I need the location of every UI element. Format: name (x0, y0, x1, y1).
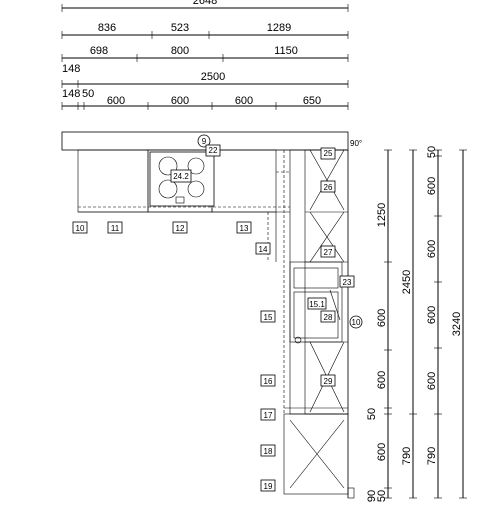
wall-label-25: 25 (324, 149, 333, 158)
cabinet-bottom-right (283, 413, 349, 495)
dim-row5-4: 600 (235, 95, 253, 107)
dim-col3-2: 600 (426, 240, 438, 258)
cabinet-label-15: 15 (264, 313, 273, 322)
marker-circle-9 (197, 134, 211, 148)
dim-col4-0: 3240 (451, 312, 463, 336)
dim-col2-0: 2450 (401, 270, 413, 294)
dim-col1-4: 600 (376, 443, 388, 461)
dim-row2-0: 836 (98, 22, 116, 34)
dim-row3-1: 800 (171, 45, 189, 57)
dim-row2-1: 523 (171, 22, 189, 34)
burner-2-icon (187, 157, 205, 175)
dim-row3-2: 1150 (274, 45, 298, 57)
knob-icon (294, 336, 302, 344)
dim-row4-left: 148 (62, 63, 80, 75)
wall-label-26: 26 (324, 183, 333, 192)
tall-cabinet-column (289, 149, 349, 415)
dim-row3-0: 698 (90, 45, 108, 57)
cooktop-label: 24.2 (173, 172, 189, 181)
cabinet-label-boxes: 10 11 12 13 14 15 16 17 18 19 (72, 221, 276, 492)
dim-col3-5: 790 (426, 447, 438, 465)
cooktop-label-box (170, 169, 192, 183)
cabinet-label-17: 17 (264, 411, 273, 420)
wall-label-23: 23 (343, 278, 352, 287)
burner-1-icon (158, 156, 178, 176)
dim-row1-0: 2648 (193, 0, 217, 7)
cabinet-label-16: 16 (264, 377, 273, 386)
dim-col1-3: 50 (366, 408, 378, 420)
dim-col3-0: 50 (426, 146, 438, 158)
cabinet-label-10: 10 (76, 224, 85, 233)
cabinet-label-14: 14 (259, 245, 268, 254)
dim-row5-3: 600 (171, 95, 189, 107)
dim-row5-0: 148 (62, 88, 80, 100)
dim-row2-2: 1289 (267, 22, 291, 34)
dim-col1-6: 50 (376, 490, 388, 502)
wall-label-29: 29 (324, 377, 333, 386)
dim-row4-0: 2500 (201, 71, 225, 83)
wall-label-15-1: 15.1 (309, 300, 325, 309)
right-dimensions: 1250 600 600 50 600 90 50 2450 790 50 60… (366, 146, 467, 502)
dim-row5-5: 650 (303, 95, 321, 107)
dim-col3-1: 600 (426, 177, 438, 195)
dim-col3-3: 600 (426, 306, 438, 324)
burner-4-icon (187, 180, 205, 198)
top-dimensions: 2648 836 523 1289 698 800 1150 148 2500 … (61, 0, 349, 110)
cabinet-label-11: 11 (111, 224, 120, 233)
dim-row5-1: 50 (82, 88, 94, 100)
cabinet-top-3 (211, 149, 277, 213)
cabinet-top-1 (77, 149, 149, 213)
svg-text:10: 10 (352, 318, 361, 327)
svg-text:9: 9 (202, 137, 207, 146)
marker-circle-10 (349, 315, 363, 329)
dim-col1-0: 1250 (376, 203, 388, 227)
wall-label-22: 22 (209, 146, 218, 155)
cabinet-label-19: 19 (264, 482, 273, 491)
dim-row5-2: 600 (107, 95, 125, 107)
angle-label: 90° (350, 139, 362, 148)
dim-col2-1: 790 (401, 447, 413, 465)
dim-col1-5: 90 (366, 490, 378, 502)
dim-col3-4: 600 (426, 372, 438, 390)
cabinet-label-12: 12 (176, 224, 185, 233)
dim-col1-1: 600 (376, 309, 388, 327)
cabinet-label-18: 18 (264, 447, 273, 456)
kitchen-layout: 90° 24.2 9 (61, 131, 363, 499)
cabinet-label-13: 13 (240, 224, 249, 233)
wall-label-27: 27 (324, 248, 333, 257)
appliance-block (289, 261, 343, 343)
burner-3-icon (158, 179, 178, 199)
dim-col1-2: 600 (376, 371, 388, 389)
wall-label-28: 28 (324, 313, 333, 322)
wall-unit-label-boxes: 25 26 27 28 29 22 23 15.1 (205, 144, 355, 387)
